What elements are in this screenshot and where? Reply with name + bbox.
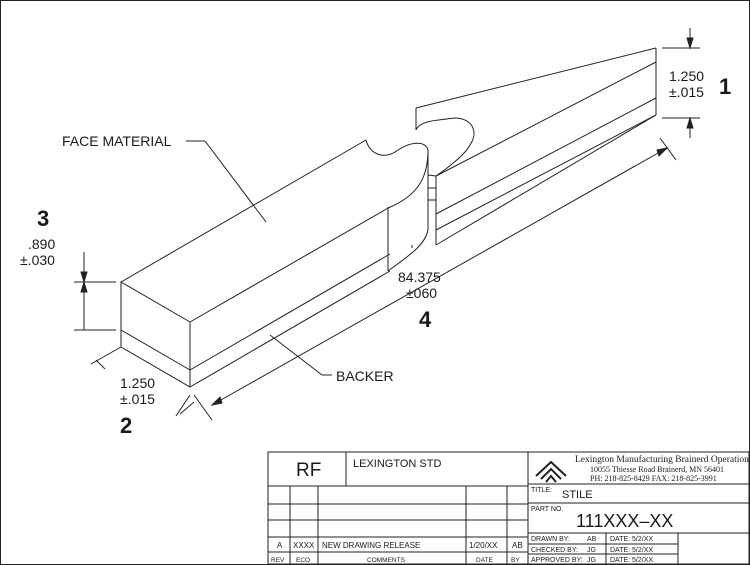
part-number: 111XXX–XX	[576, 511, 673, 531]
approved-by-value: JG	[587, 557, 596, 564]
rev-header: REV	[271, 557, 285, 564]
backer-label: BACKER	[336, 368, 394, 384]
company-address: 10055 Thiesse Road Brainerd, MN 56401	[590, 465, 724, 474]
stile-drawing	[120, 47, 657, 388]
dim-3-tol: ±.030	[20, 252, 55, 268]
by-value: AB	[512, 541, 523, 550]
dim-3-number: 3	[37, 206, 49, 231]
drawing-standard: LEXINGTON STD	[353, 458, 441, 470]
face-material-label: FACE MATERIAL	[62, 133, 172, 149]
eco-value: XXXX	[293, 541, 315, 550]
drawing-code: RF	[296, 460, 321, 481]
dim-4-value: 84.375	[398, 269, 441, 285]
by-header: BY	[511, 557, 520, 564]
dim-2-tol: ±.015	[120, 391, 155, 407]
dimension-lines	[74, 28, 700, 421]
date-value: 1/20/XX	[469, 541, 498, 550]
drawing-title: STILE	[562, 489, 593, 501]
dim-3-value: .890	[28, 236, 55, 252]
company-logo-icon	[535, 460, 567, 483]
company-name: Lexington Manufacturing Brainerd Operati…	[575, 454, 750, 465]
checked-by-label: CHECKED BY:	[531, 547, 578, 554]
left-end-face	[120, 281, 191, 388]
dim-4-number: 4	[419, 307, 432, 332]
dim-1-number: 1	[719, 74, 731, 99]
dim-2-number: 2	[120, 413, 132, 438]
dim-1-value: 1.250	[669, 68, 704, 84]
drawn-by-label: DRAWN BY:	[531, 536, 570, 543]
comments-header: COMMENTS	[367, 557, 406, 564]
approved-date: DATE: 5/2/XX	[610, 557, 653, 564]
rev-value: A	[277, 541, 283, 550]
checked-by-value: JG	[587, 547, 596, 554]
comments-value: NEW DRAWING RELEASE	[322, 541, 420, 550]
dim-1-tol: ±.015	[669, 84, 704, 100]
drawn-date: DATE: 5/2/XX	[610, 536, 653, 543]
dim-2-value: 1.250	[120, 375, 155, 391]
date-header: DATE	[476, 557, 494, 564]
dim-4-tol: ±060	[406, 285, 437, 301]
drawn-by-value: AB	[587, 536, 597, 543]
title-label: TITLE:	[531, 487, 552, 494]
checked-date: DATE: 5/2/XX	[610, 547, 653, 554]
eco-header: ECO	[296, 557, 310, 564]
approved-by-label: APPROVED BY:	[531, 557, 583, 564]
company-phone: PH: 218-825-8429 FAX: 218-825-3991	[590, 474, 717, 483]
part-no-label: PART NO.	[531, 506, 563, 513]
title-block	[267, 451, 750, 565]
